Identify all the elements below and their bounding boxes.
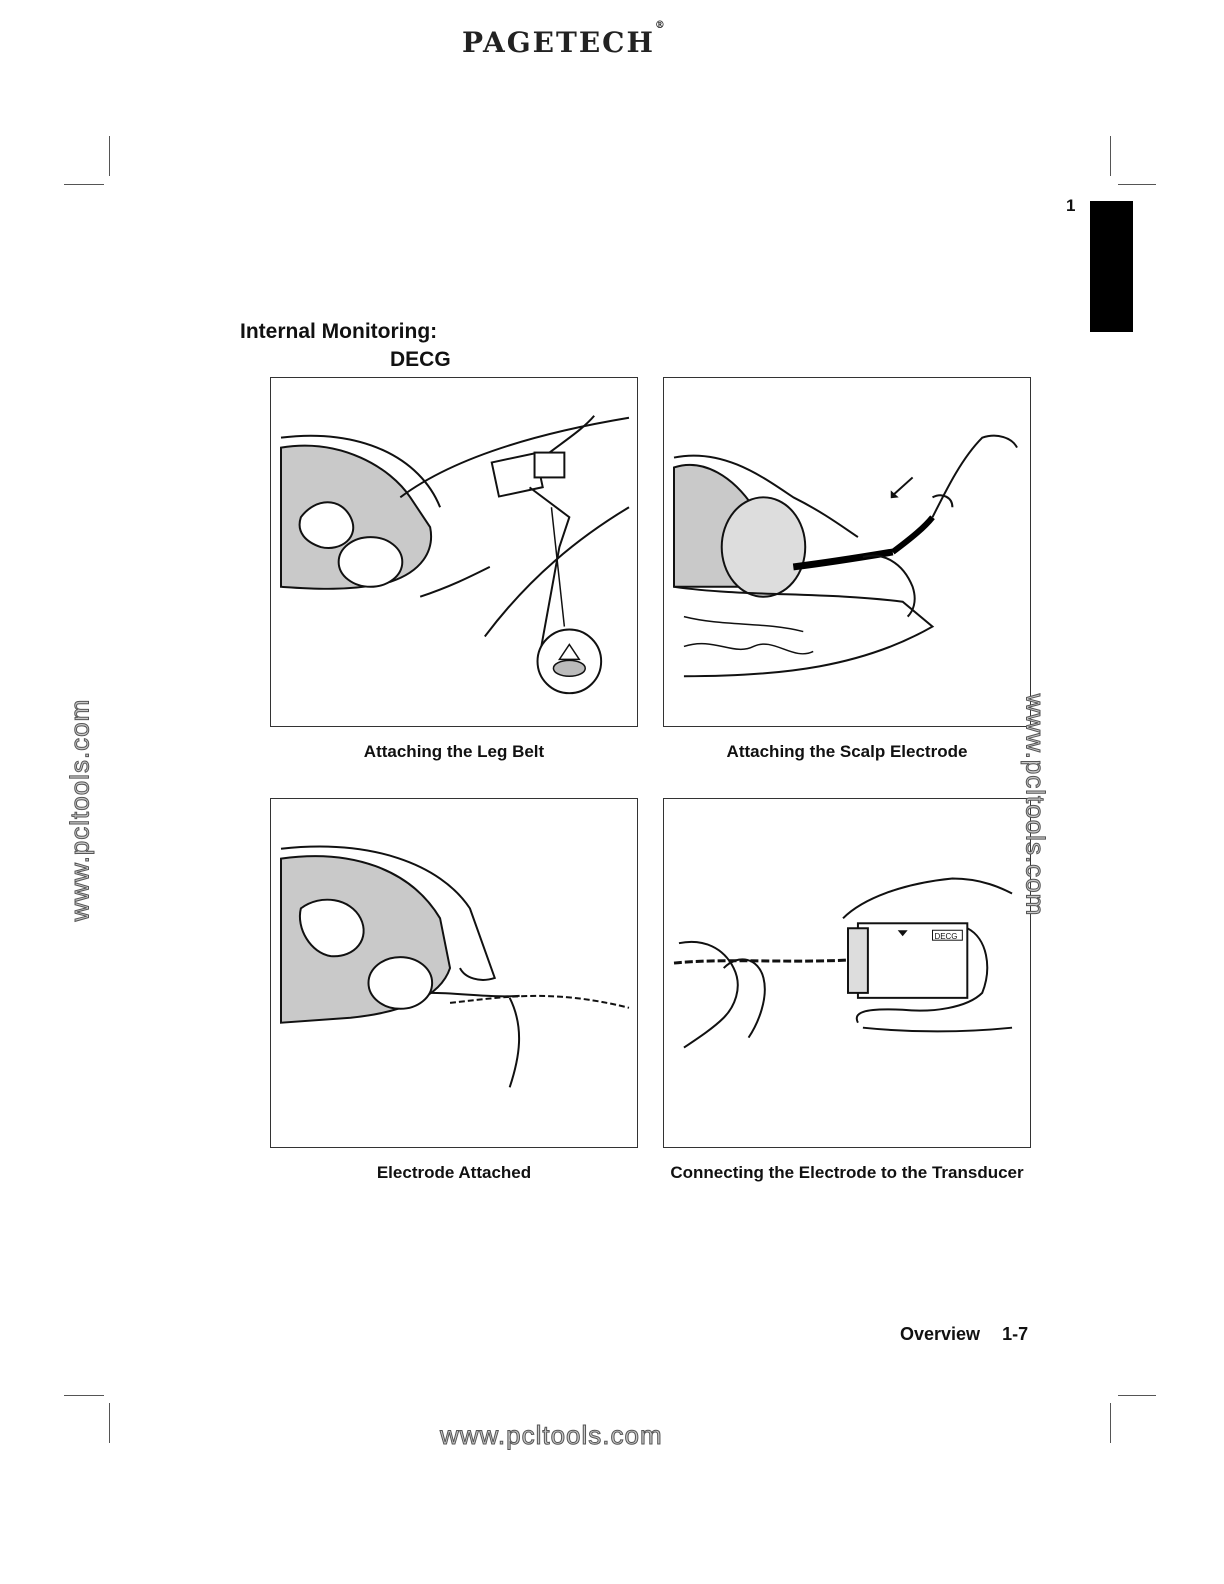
figure-transducer-connection: DECG xyxy=(663,798,1031,1148)
figure-leg-belt xyxy=(270,377,638,727)
electrode-attached-illustration-icon xyxy=(271,799,637,1147)
chapter-tab-block xyxy=(1090,201,1133,332)
transducer-connection-illustration-icon: DECG xyxy=(664,799,1030,1147)
figure-electrode-attached xyxy=(270,798,638,1148)
watermark-bottom: www.pcltools.com xyxy=(440,1420,663,1451)
decg-device-label: DECG xyxy=(934,932,957,941)
crop-mark xyxy=(1110,1403,1111,1443)
crop-mark xyxy=(64,1395,104,1396)
watermark-right: www.pcltools.com xyxy=(1020,694,1051,917)
crop-mark xyxy=(109,1403,110,1443)
crop-mark xyxy=(1118,184,1156,185)
figure-caption: Attaching the Scalp Electrode xyxy=(647,740,1047,764)
footer-page-number: 1-7 xyxy=(1002,1324,1028,1344)
figure-caption: Connecting the Electrode to the Transduc… xyxy=(647,1161,1047,1185)
pagetech-logo: PAGETECH® xyxy=(462,26,662,66)
crop-mark xyxy=(1118,1395,1156,1396)
figure-caption: Electrode Attached xyxy=(254,1161,654,1185)
section-heading: Internal Monitoring: xyxy=(240,320,437,344)
watermark-left: www.pcltools.com xyxy=(65,699,96,922)
leg-belt-illustration-icon xyxy=(271,378,637,726)
footer-section: Overview xyxy=(900,1324,980,1344)
chapter-number: 1 xyxy=(1066,196,1075,216)
crop-mark xyxy=(1110,136,1111,176)
section-subheading: DECG xyxy=(390,348,451,372)
crop-mark xyxy=(109,136,110,176)
page-footer: Overview 1-7 xyxy=(900,1324,1028,1345)
crop-mark xyxy=(64,184,104,185)
figure-caption: Attaching the Leg Belt xyxy=(254,740,654,764)
scalp-electrode-illustration-icon xyxy=(664,378,1030,726)
figure-scalp-electrode xyxy=(663,377,1031,727)
